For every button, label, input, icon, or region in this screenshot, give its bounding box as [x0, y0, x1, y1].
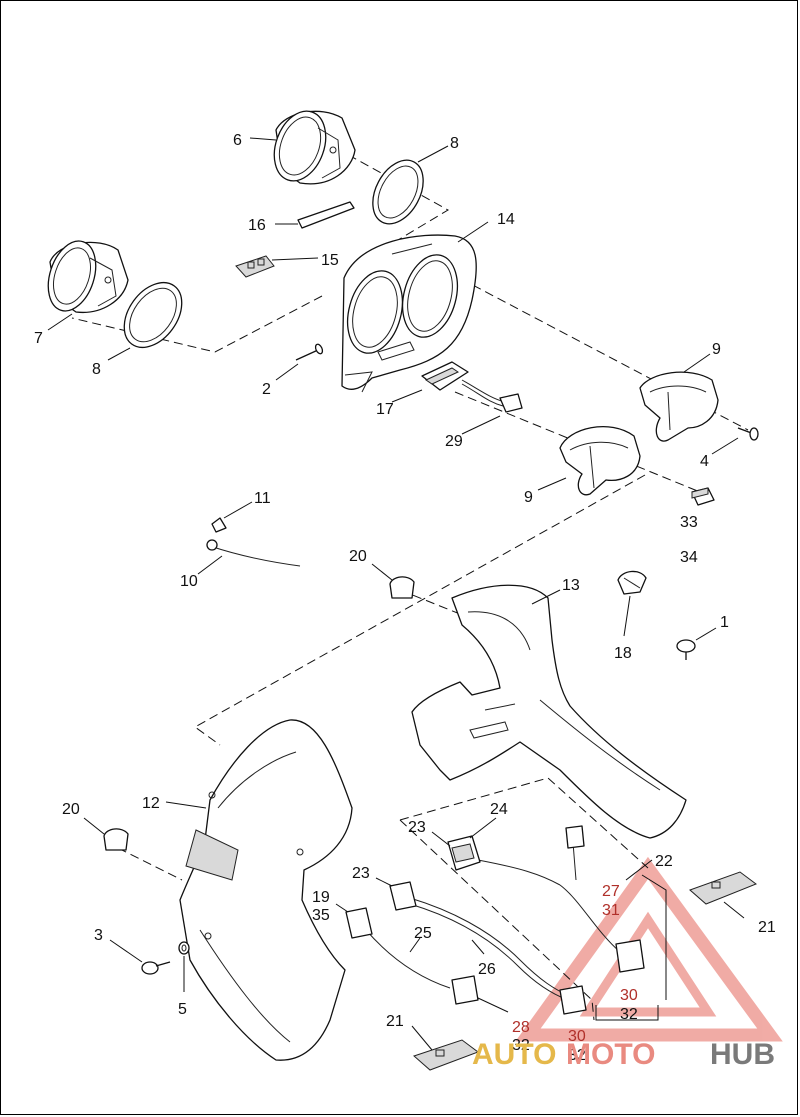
callout-27: 27 — [602, 883, 620, 900]
callout-31: 31 — [602, 902, 620, 919]
watermark-text: AUTO MOTO HUB — [472, 1038, 775, 1071]
callout-11: 11 — [254, 490, 271, 507]
callout-6: 6 — [233, 132, 242, 149]
callout-1: 1 — [720, 614, 729, 631]
gauge-housing — [341, 234, 477, 393]
callout-23-lower: 23 — [352, 865, 370, 882]
gauge-lower — [47, 240, 129, 314]
indicator-lamp — [235, 255, 275, 278]
callout-labels: 6 8 16 14 15 7 8 2 17 29 9 4 9 33 34 11 … — [34, 132, 776, 1064]
callout-16: 16 — [248, 217, 266, 234]
callout-32-lower: 32 — [568, 1047, 586, 1064]
gasket-ring-lower — [123, 281, 183, 349]
connector-part-28 — [451, 975, 479, 1005]
pigtail-harness — [461, 379, 523, 413]
connector-part-30-lower — [559, 985, 587, 1015]
clip-part-20-upper — [389, 576, 415, 599]
callout-20-upper: 20 — [349, 548, 367, 565]
callout-9-upper: 9 — [712, 341, 721, 358]
spring-clip-part-18 — [617, 570, 647, 595]
connector-part-30-upper — [615, 939, 645, 973]
callout-8-lower: 8 — [92, 361, 101, 378]
callout-14: 14 — [497, 211, 515, 228]
clip-part-20-lower — [103, 828, 129, 851]
connector-part-19 — [345, 907, 373, 939]
visor-lower — [559, 426, 641, 496]
callout-24: 24 — [490, 801, 508, 818]
connector-part-27 — [565, 825, 585, 849]
watermark-part-1: AUTO — [472, 1038, 556, 1071]
bracket-part-21-lower — [413, 1039, 480, 1071]
callout-5: 5 — [178, 1001, 187, 1018]
screw-part-4 — [737, 427, 759, 441]
watermark-part-2: MOTO — [566, 1038, 655, 1071]
callout-26: 26 — [478, 961, 496, 978]
bracket-lines-32 — [595, 874, 667, 1021]
leader-lines — [47, 137, 745, 1051]
connector-part-24 — [447, 835, 481, 871]
callout-23-upper: 23 — [408, 819, 426, 836]
callout-20-lower: 20 — [62, 801, 80, 818]
callout-2: 2 — [262, 381, 271, 398]
callout-7: 7 — [34, 330, 43, 347]
callout-21-right: 21 — [758, 919, 776, 936]
clip-part-33 — [691, 487, 715, 506]
callout-35: 35 — [312, 907, 330, 924]
callout-32-left: 32 — [512, 1037, 530, 1054]
callout-21-lower: 21 — [386, 1013, 404, 1030]
callout-4: 4 — [700, 453, 709, 470]
indicator-strip — [297, 201, 355, 229]
callout-9-lower: 9 — [524, 489, 533, 506]
callout-30-lower: 30 — [568, 1028, 586, 1045]
callout-28: 28 — [512, 1019, 530, 1036]
watermark-triangle — [515, 856, 783, 1042]
inner-cover-part-13 — [411, 584, 687, 839]
connector-part-23-upper — [389, 881, 417, 911]
callout-32-upper: 32 — [620, 1006, 638, 1023]
callout-25: 25 — [414, 925, 432, 942]
callout-15: 15 — [321, 252, 339, 269]
harness-assembly — [365, 829, 621, 1001]
connector-part-17 — [421, 361, 469, 391]
callout-22: 22 — [655, 853, 673, 870]
screw-part-2 — [295, 343, 324, 361]
callout-18: 18 — [614, 645, 632, 662]
callout-13: 13 — [562, 577, 580, 594]
callout-8-upper: 8 — [450, 135, 459, 152]
callout-33: 33 — [680, 514, 698, 531]
gauge-upper — [273, 110, 356, 185]
washer-part-5 — [178, 941, 190, 955]
retainer-clip-part-11 — [211, 517, 227, 533]
visor-upper — [639, 371, 719, 442]
callout-34: 34 — [680, 549, 698, 566]
screw-part-3 — [141, 961, 171, 975]
callout-19: 19 — [312, 889, 330, 906]
callout-29: 29 — [445, 433, 463, 450]
callout-10: 10 — [180, 573, 198, 590]
bracket-part-21-right — [689, 871, 758, 905]
callout-30-upper: 30 — [620, 987, 638, 1004]
watermark-part-3: HUB — [710, 1038, 775, 1071]
outer-cover-part-12 — [179, 719, 353, 1061]
callout-17: 17 — [376, 401, 394, 418]
push-pin-part-1 — [676, 639, 696, 660]
callout-12: 12 — [142, 795, 160, 812]
callout-3: 3 — [94, 927, 103, 944]
cable-tie — [206, 539, 301, 567]
gasket-ring-upper — [372, 159, 424, 225]
